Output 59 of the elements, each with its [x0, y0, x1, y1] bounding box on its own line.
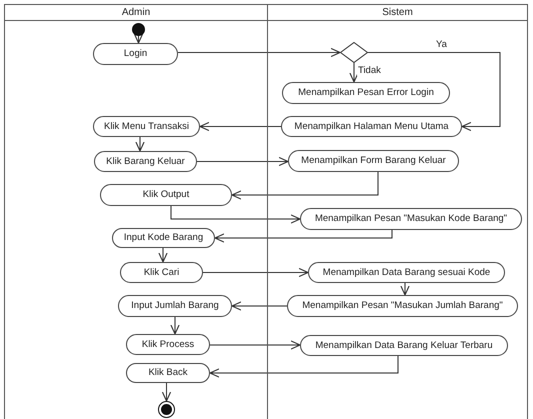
- flow-arrow: [368, 52, 500, 132]
- lane-header: Sistem: [268, 5, 527, 21]
- flow-arrow: [170, 316, 180, 335]
- flow-arrow: [400, 282, 410, 296]
- action-label: Menampilkan Data Barang Keluar Terbaru: [315, 340, 493, 350]
- action-label: Klik Cari: [144, 268, 180, 278]
- flow-arrow: [134, 33, 144, 44]
- action-label: Klik Output: [142, 190, 190, 200]
- flow-arrow: [231, 301, 288, 311]
- action-label: Klik Process: [142, 340, 194, 350]
- flow-arrow: [178, 48, 341, 58]
- flow-arrow: [210, 340, 301, 350]
- action-node: [287, 295, 518, 317]
- flow-arrow: [199, 122, 282, 132]
- end-node: [158, 401, 175, 418]
- action-node: [300, 335, 508, 356]
- action-label: Menampilkan Pesan "Masukan Jumlah Barang": [302, 301, 503, 311]
- action-node: [282, 82, 450, 104]
- action-node: [281, 116, 462, 137]
- action-node: [126, 334, 210, 355]
- flow-arrow: [162, 382, 172, 402]
- action-node: [112, 228, 215, 248]
- action-label: Klik Back: [148, 368, 188, 378]
- action-node: [126, 363, 210, 383]
- action-label: Login: [124, 49, 148, 59]
- action-label: Menampilkan Data Barang sesuai Kode: [322, 268, 490, 278]
- action-node: [118, 295, 232, 317]
- action-label: Menampilkan Halaman Menu Utama: [294, 122, 449, 132]
- action-node: [100, 184, 232, 206]
- flow-arrow: [158, 248, 168, 263]
- action-label: Menampilkan Pesan Error Login: [298, 88, 434, 98]
- action-node: [94, 151, 197, 172]
- flow-arrow: [202, 268, 309, 278]
- action-node: [120, 262, 203, 283]
- swimlane: [4, 4, 268, 419]
- flow-arrow: [135, 136, 145, 152]
- start-node: [132, 23, 145, 36]
- action-node: [308, 262, 505, 283]
- edge-label: Tidak: [357, 66, 382, 76]
- lane-header: Admin: [5, 5, 267, 21]
- action-node: [300, 208, 522, 230]
- action-node: [93, 43, 178, 65]
- action-label: Input Kode Barang: [124, 233, 204, 243]
- flow-arrow: [196, 156, 289, 166]
- action-label: Klik Menu Transaksi: [104, 122, 189, 132]
- decision-diamond: [340, 42, 368, 63]
- flow-arrow: [214, 230, 392, 243]
- action-label: Input Jumlah Barang: [131, 301, 219, 311]
- action-label: Klik Barang Keluar: [106, 156, 185, 166]
- flow-arrow: [231, 172, 378, 200]
- flow-arrow: [349, 62, 359, 83]
- action-node: [288, 150, 459, 172]
- flow-arrow: [209, 356, 398, 378]
- flow-arrow: [170, 206, 301, 224]
- action-label: Menampilkan Pesan "Masukan Kode Barang": [314, 214, 508, 224]
- edge-label: Ya: [435, 40, 448, 50]
- swimlane: [267, 4, 528, 419]
- action-label: Menampilkan Form Barang Keluar: [301, 156, 446, 166]
- action-node: [93, 116, 200, 137]
